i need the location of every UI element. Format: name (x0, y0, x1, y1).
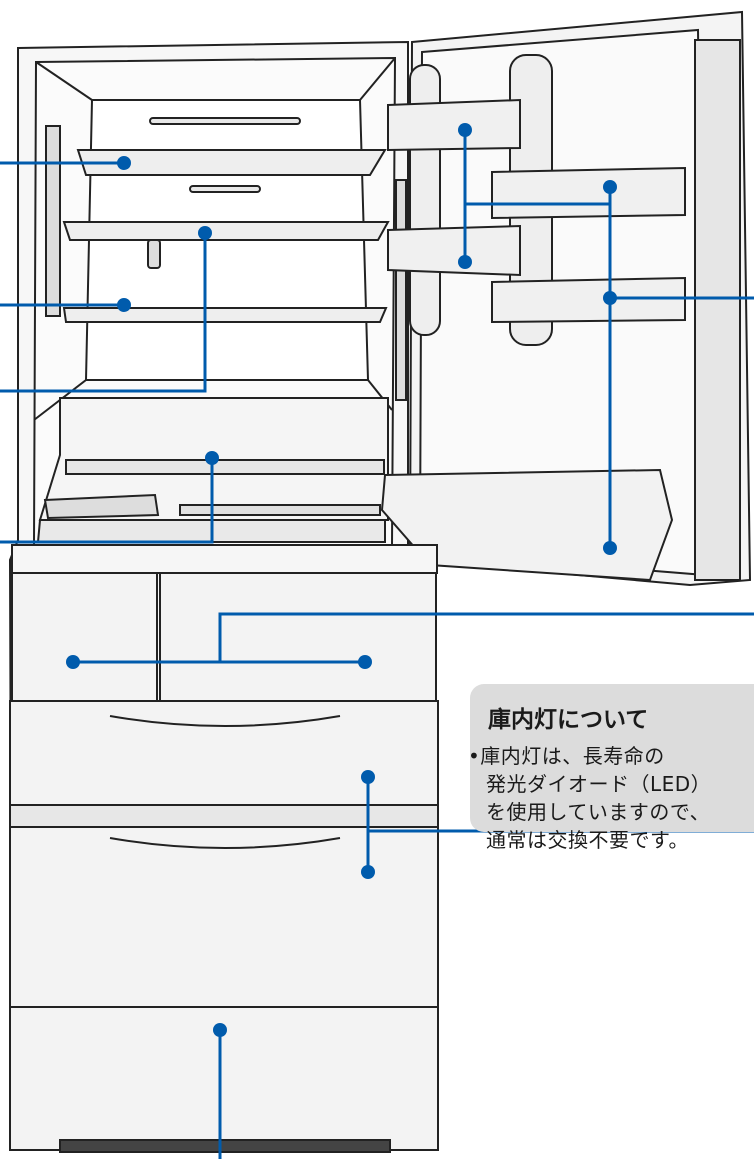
callout-dot-upper-shelf (198, 226, 212, 240)
callout-dots (66, 123, 617, 1037)
callout-dot-middle-shelf (117, 298, 131, 312)
fridge-door (380, 10, 752, 587)
callout-dot-chilled-case (205, 451, 219, 465)
led-notice-box (470, 684, 754, 832)
callout-dot-drawer-right (358, 655, 372, 669)
callout-dot-top-shelf (117, 156, 131, 170)
led-notice-line-4: 通常は交換不要です。 (486, 828, 689, 852)
callout-dot-bottom (213, 1023, 227, 1037)
callout-dot-drawer-left (66, 655, 80, 669)
led-notice-line-3: を使用していますので、 (486, 800, 711, 824)
callout-lines (0, 130, 754, 1159)
bullet: • (468, 744, 481, 768)
callout-dot-door-pocket-upper (458, 123, 472, 137)
callout-dot-door-pocket-right-upper (603, 180, 617, 194)
fridge-drawers (9, 544, 439, 1153)
led-notice-title: 庫内灯について (488, 707, 649, 733)
led-notice-text-1: 庫内灯は、長寿命の (480, 744, 665, 768)
led-notice-line-2: 発光ダイオード（LED） (486, 772, 712, 796)
callout-dot-door-pocket-right-lower (603, 291, 617, 305)
callout-dot-bottle-pocket (603, 541, 617, 555)
led-notice-line-1: •庫内灯は、長寿命の (468, 740, 665, 769)
callout-dot-door-pocket-lower (458, 255, 472, 269)
callout-dot-vegetable-drawer (361, 770, 375, 784)
callout-dot-freezer-drawer (361, 865, 375, 879)
